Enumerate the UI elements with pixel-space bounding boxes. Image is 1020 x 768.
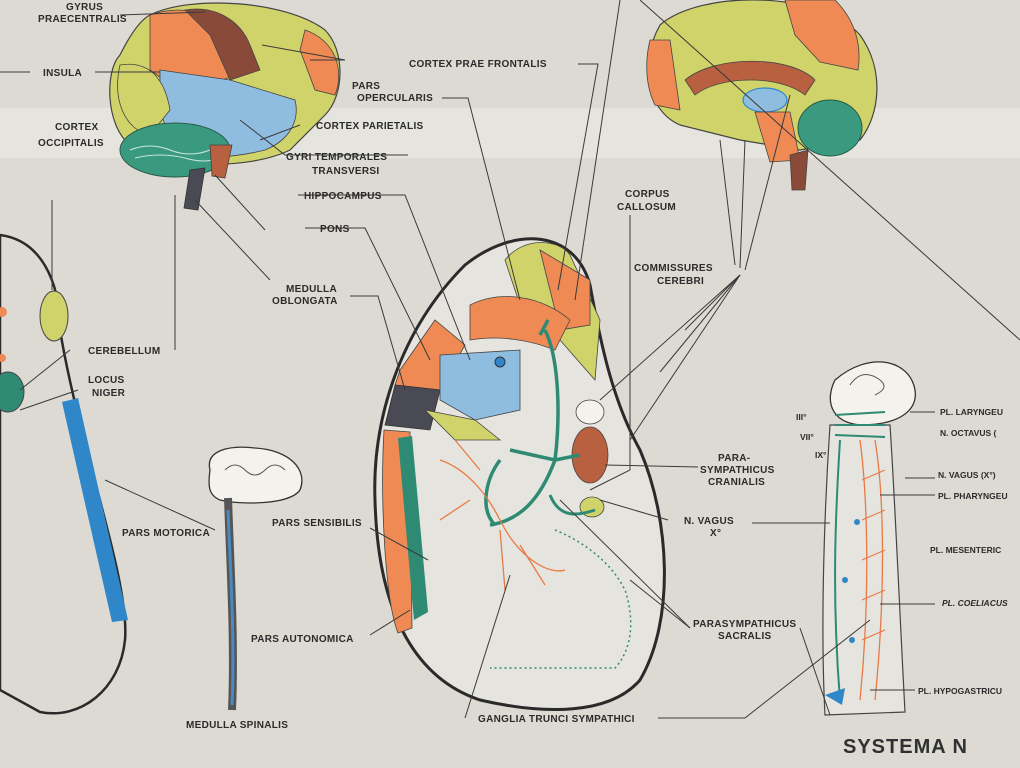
label-pars-autonomica: PARS AUTONOMICA (251, 634, 354, 645)
label-cranialis: CRANIALIS (708, 477, 765, 488)
label-corpus: CORPUS (625, 189, 670, 200)
label-transversi: TRANSVERSI (312, 166, 379, 177)
label-sacralis: SACRALIS (718, 631, 772, 642)
label-para: PARA- (718, 453, 750, 464)
label-pl-coeliacus: PL. COELIACUS (942, 598, 1008, 608)
label-pons: PONS (320, 224, 350, 235)
medial-brain (646, 0, 878, 191)
label-cortex-parietalis: CORTEX PARIETALIS (316, 121, 424, 132)
label-n-vagus-right: N. VAGUS (X°) (938, 470, 996, 480)
label-callosum: CALLOSUM (617, 202, 676, 213)
label-opercularis: OPERCULARIS (357, 93, 433, 104)
label-medulla: MEDULLA (286, 284, 337, 295)
label-n-vagus: N. VAGUS (684, 516, 734, 527)
central-section (373, 237, 666, 711)
label-pl-pharyngeus: PL. PHARYNGEU (938, 491, 1008, 501)
label-cerebri: CEREBRI (657, 276, 704, 287)
label-occipitalis: OCCIPITALIS (38, 138, 104, 149)
label-niger: NIGER (92, 388, 126, 399)
small-brain-cord (208, 446, 303, 711)
label-cerebellum: CEREBELLUM (88, 346, 160, 357)
label-n-ix: IX° (815, 450, 827, 460)
label-n-vii: VII° (800, 432, 814, 442)
label-hippocampus: HIPPOCAMPUS (304, 191, 382, 202)
label-cortex-prae-frontalis: CORTEX PRAE FRONTALIS (409, 59, 547, 70)
label-pl-mesentericus: PL. MESENTERIC (930, 545, 1001, 555)
label-pars-sensibilis: PARS SENSIBILIS (272, 518, 362, 529)
label-ganglia-trunci: GANGLIA TRUNCI SYMPATHICI (478, 714, 635, 725)
label-pars: PARS (352, 81, 380, 92)
right-spinal-figure (822, 361, 916, 716)
label-praecentralis: PRAECENTRALIS (38, 14, 127, 25)
label-vagus-x: X° (710, 528, 721, 539)
label-gyri-temporales: GYRI TEMPORALES (286, 152, 387, 163)
label-locus: LOCUS (88, 375, 125, 386)
label-oblongata: OBLONGATA (272, 296, 338, 307)
label-medulla-spinalis: MEDULLA SPINALIS (186, 720, 288, 731)
label-cortex: CORTEX (55, 122, 98, 133)
leader-lines (0, 0, 1020, 719)
lateral-brain (109, 2, 341, 211)
label-commissures: COMMISSURES (634, 263, 713, 274)
labels: GYRUS PRAECENTRALIS INSULA CORTEX OCCIPI… (38, 2, 1008, 758)
label-pars-motorica: PARS MOTORICA (122, 528, 210, 539)
label-insula: INSULA (43, 68, 82, 79)
label-sympathicus: SYMPATHICUS (700, 465, 775, 476)
label-gyrus: GYRUS (66, 2, 103, 13)
poster-title: SYSTEMA N (843, 736, 968, 758)
label-n-octavus: N. OCTAVUS ( (940, 428, 997, 438)
label-n-iii: III° (796, 412, 807, 422)
label-parasympathicus: PARASYMPATHICUS (693, 619, 796, 630)
label-pl-laryngeus: PL. LARYNGEU (940, 407, 1003, 417)
left-section (0, 233, 128, 715)
label-pl-hypogastricus: PL. HYPOGASTRICU (918, 686, 1002, 696)
